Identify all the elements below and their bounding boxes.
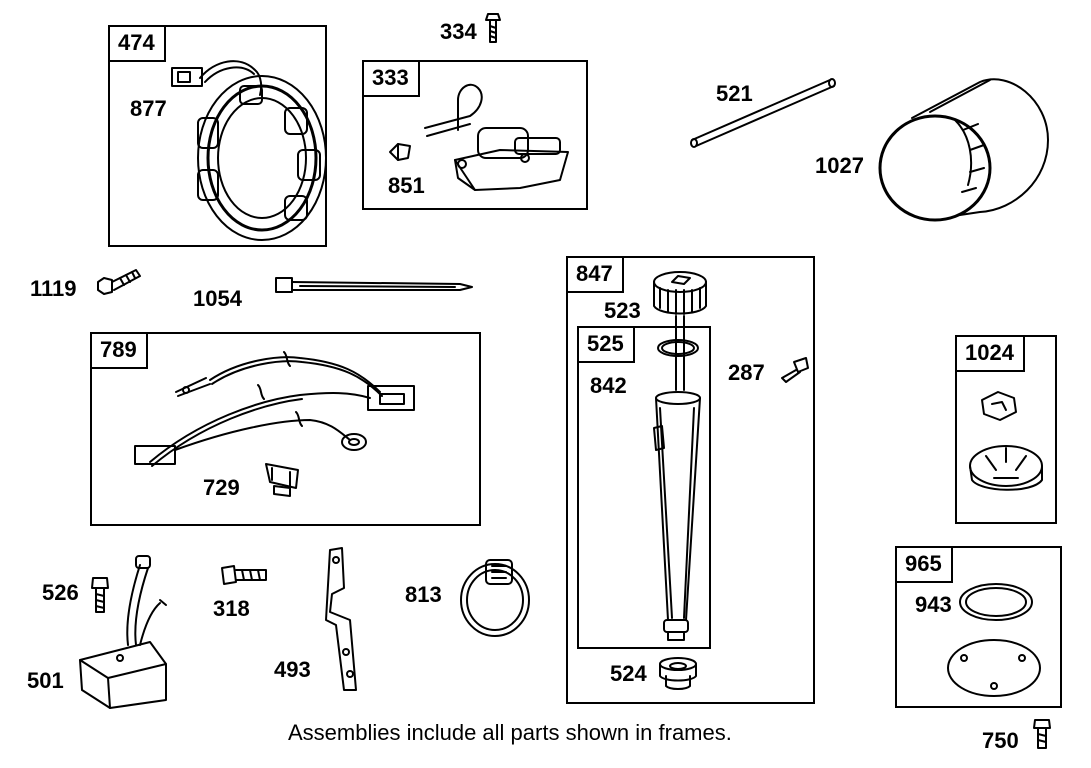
frame-847: 847 [566,256,815,704]
part-label-943: 943 [915,592,952,617]
part-label-334: 334 [440,19,477,44]
part-label-501: 501 [27,668,64,693]
frame-474: 474 [108,25,327,247]
dipstick-tube-drawing [653,339,701,641]
frame-525: 525 [577,326,711,649]
part-label-521: 521 [716,81,753,106]
bracket-drawing [325,547,357,691]
assemblies-note: Assemblies include all parts shown in fr… [288,720,732,745]
bolt-318-drawing [221,565,267,585]
part-label-493: 493 [274,657,311,682]
hose-clamp-drawing [460,559,530,637]
cover-gasket-drawing [947,583,1041,697]
oil-filter-drawing [878,78,1049,222]
bolt-334-drawing [485,13,501,43]
frame-333-number: 333 [364,62,420,97]
frame-965: 965 [895,546,1062,708]
frame-789-number: 789 [92,334,148,369]
part-label-842: 842 [590,373,627,398]
rectifier-drawing [79,555,167,709]
part-label-729: 729 [203,475,240,500]
oil-fill-cap-drawing [969,391,1043,491]
screw-287-drawing [781,357,809,383]
frame-525-number: 525 [579,328,635,363]
part-label-524: 524 [610,661,647,686]
part-label-877: 877 [130,96,167,121]
frame-333: 333 [362,60,588,210]
part-label-1054: 1054 [193,286,242,311]
part-label-813: 813 [405,582,442,607]
cable-tie-drawing [275,277,473,293]
frame-1024-number: 1024 [957,337,1025,372]
frame-789: 789 [90,332,481,526]
tube-521-drawing [690,78,836,148]
part-label-318: 318 [213,596,250,621]
part-label-750: 750 [982,728,1019,753]
part-label-1027: 1027 [815,153,864,178]
part-label-287: 287 [728,360,765,385]
frame-474-number: 474 [110,27,166,62]
wire-clip-drawing [265,463,299,497]
alternator-stator-drawing [171,60,327,241]
frame-847-number: 847 [568,258,624,293]
part-label-526: 526 [42,580,79,605]
part-label-1119: 1119 [30,276,77,301]
ignition-armature-drawing [389,83,569,191]
wiring-harness-drawing [134,351,415,467]
bolt-526-drawing [91,577,109,613]
bolt-1119-drawing [97,269,141,295]
part-label-523: 523 [604,298,641,323]
screw-750-drawing [1033,719,1051,749]
part-label-851: 851 [388,173,425,198]
frame-1024: 1024 [955,335,1057,524]
grommet-drawing [659,657,697,690]
frame-965-number: 965 [897,548,953,583]
